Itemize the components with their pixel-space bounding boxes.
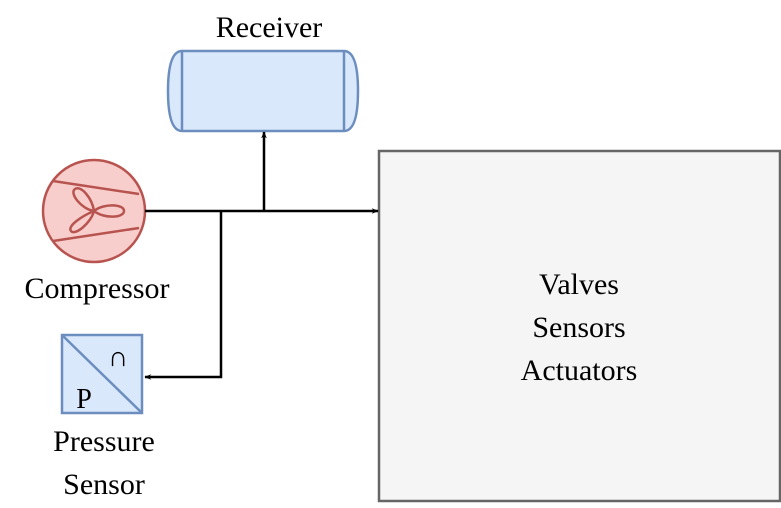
pressure-sensor-label-line2: Sensor [63, 468, 145, 501]
branch-line-to-pressure-sensor [144, 211, 223, 380]
compressor-label: Compressor [25, 272, 170, 305]
compressor-lower-line [52, 226, 140, 243]
pressure-sensor-cap-symbol: ∩ [108, 342, 128, 373]
compressor-upper-line [52, 179, 140, 196]
compressor[interactable] [41, 158, 147, 264]
system-block-body [377, 149, 781, 503]
receiver-tank[interactable] [166, 49, 360, 133]
pressure-sensor[interactable]: ∩ P [60, 333, 144, 415]
receiver-body [166, 49, 360, 133]
pressure-sensor-p-symbol: P [76, 384, 92, 415]
system-block[interactable] [377, 149, 781, 503]
fan-icon [69, 187, 126, 234]
receiver-label: Receiver [216, 11, 323, 44]
system-block-line-sensors: Sensors [532, 311, 625, 344]
pressure-sensor-label-line1: Pressure [53, 425, 155, 458]
system-block-line-actuators: Actuators [521, 354, 638, 387]
pressure-sensor-diagonal [61, 334, 143, 414]
system-block-line-valves: Valves [539, 268, 619, 301]
